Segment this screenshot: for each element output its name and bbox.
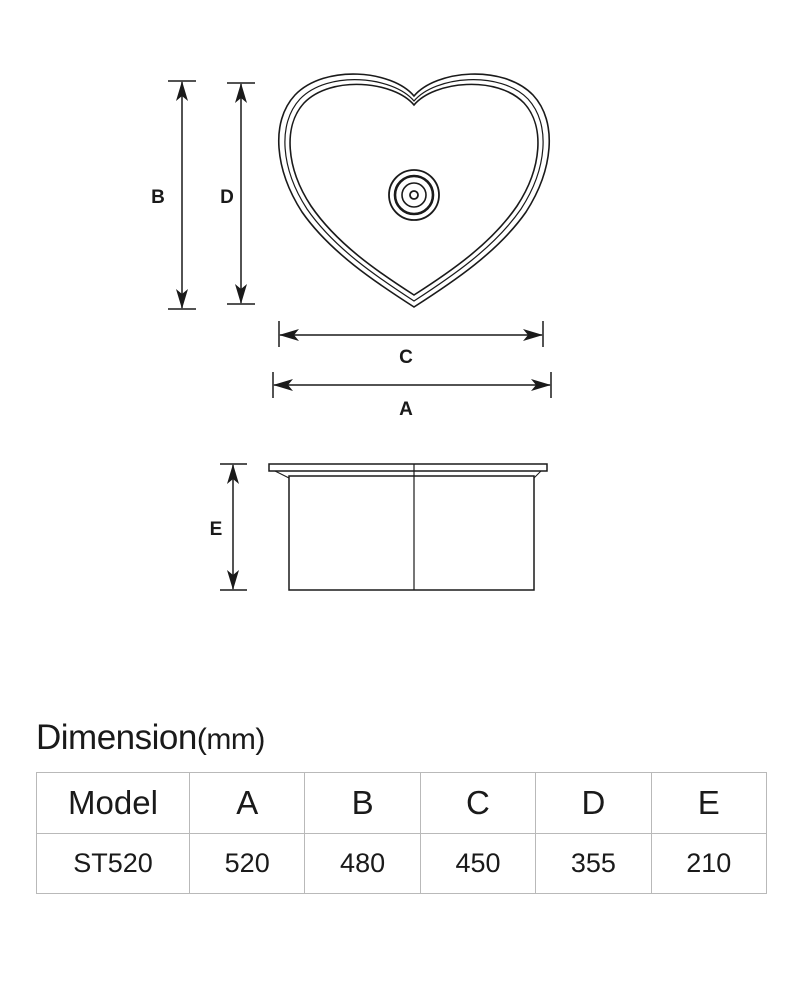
header-cell-model: Model — [36, 772, 190, 834]
header-cell-b: B — [304, 772, 421, 834]
header-cell-d: D — [535, 772, 652, 834]
basin-body-profile — [288, 475, 535, 591]
dimension-E: E — [210, 463, 247, 591]
table-row: ST520 520 480 450 355 210 — [36, 833, 768, 894]
dimension-label-E: E — [210, 519, 223, 540]
cell-model: ST520 — [36, 833, 190, 894]
cell-c: 450 — [419, 833, 537, 894]
dimension-C: C — [278, 321, 544, 368]
heart-basin-rim-line — [284, 79, 544, 302]
technical-drawing: B D C A E — [151, 73, 552, 591]
dimension-A: A — [272, 372, 552, 420]
table-header-row: Model A B C D E — [36, 772, 768, 834]
dimension-B: B — [151, 80, 196, 310]
table-title: Dimension(mm) — [36, 718, 265, 758]
cell-b: 480 — [304, 833, 421, 894]
heart-basin-inner-bowl — [289, 83, 539, 296]
dimension-label-D: D — [220, 187, 234, 208]
header-cell-a: A — [188, 772, 306, 834]
basin-rim-profile — [268, 463, 548, 472]
cell-e: 210 — [650, 833, 768, 894]
cell-a: 520 — [188, 833, 306, 894]
top-view — [277, 73, 551, 308]
side-view — [268, 463, 548, 591]
dimension-label-B: B — [151, 187, 165, 208]
cell-d: 355 — [535, 833, 652, 894]
dimension-label-C: C — [399, 347, 413, 368]
heart-basin-outer-rim — [277, 73, 551, 308]
header-cell-c: C — [419, 772, 537, 834]
header-cell-e: E — [650, 772, 768, 834]
dimension-D: D — [220, 82, 255, 305]
table-title-unit: (mm) — [196, 723, 265, 756]
dimension-label-A: A — [399, 399, 413, 420]
drain-icon — [388, 169, 440, 221]
table-title-text: Dimension — [36, 718, 197, 757]
dimension-table: Model A B C D E ST520 520 480 450 355 21… — [36, 772, 768, 894]
